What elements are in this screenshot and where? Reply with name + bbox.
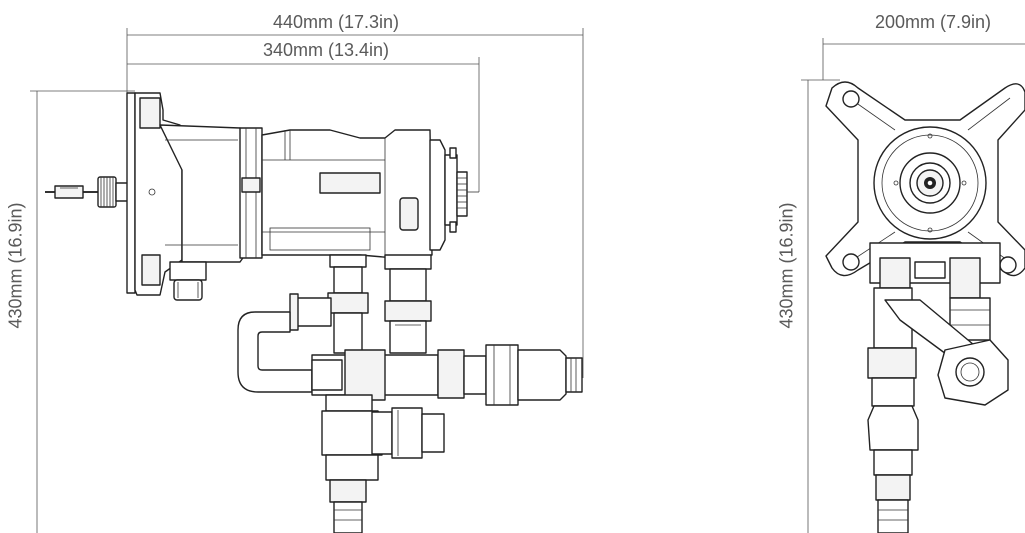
side-height-label: 430mm (16.9in)	[5, 202, 26, 329]
side-dimension-lines	[30, 28, 584, 533]
side-body-width-label: 340mm (13.4in)	[263, 40, 390, 60]
front-height-label: 430mm (16.9in)	[776, 202, 797, 329]
side-view-machine	[45, 92, 583, 533]
front-width-label: 200mm (7.9in)	[875, 12, 992, 32]
side-overall-width-label: 440mm (17.3in)	[273, 12, 400, 32]
front-dimension-lines	[801, 38, 1025, 533]
front-view-machine	[825, 81, 1025, 533]
